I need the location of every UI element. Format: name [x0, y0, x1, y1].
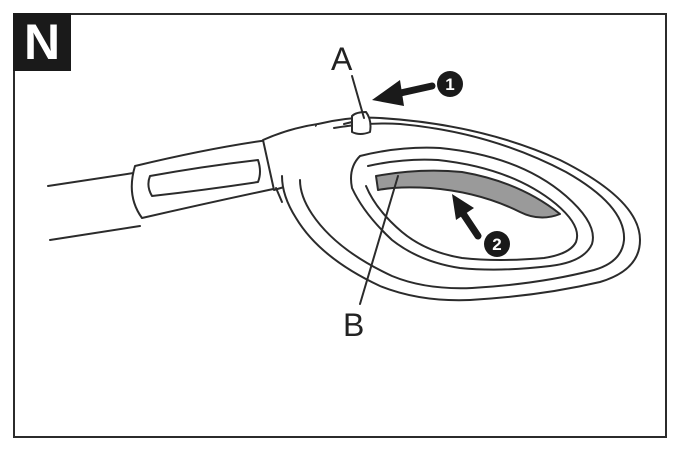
label-b: B — [343, 307, 364, 343]
release-insert — [375, 169, 561, 219]
step-1-badge — [437, 71, 463, 97]
step-2-number: 2 — [492, 235, 501, 254]
handle-outer-loop-inner — [299, 122, 626, 290]
leader-line-b — [359, 175, 399, 305]
step-1-number: 1 — [445, 75, 454, 94]
hose-bottom-edge — [49, 225, 141, 241]
panel-letter-badge: N — [13, 13, 71, 71]
hose-top-edge — [47, 171, 141, 187]
step-2-badge — [484, 231, 510, 257]
latch-button — [351, 111, 372, 135]
arrow-2 — [452, 194, 482, 240]
arrow-1 — [372, 80, 436, 106]
leader-line-a — [351, 75, 365, 119]
grip-slot — [147, 159, 261, 197]
grip-sleeve — [130, 139, 279, 219]
label-a: A — [331, 41, 353, 77]
